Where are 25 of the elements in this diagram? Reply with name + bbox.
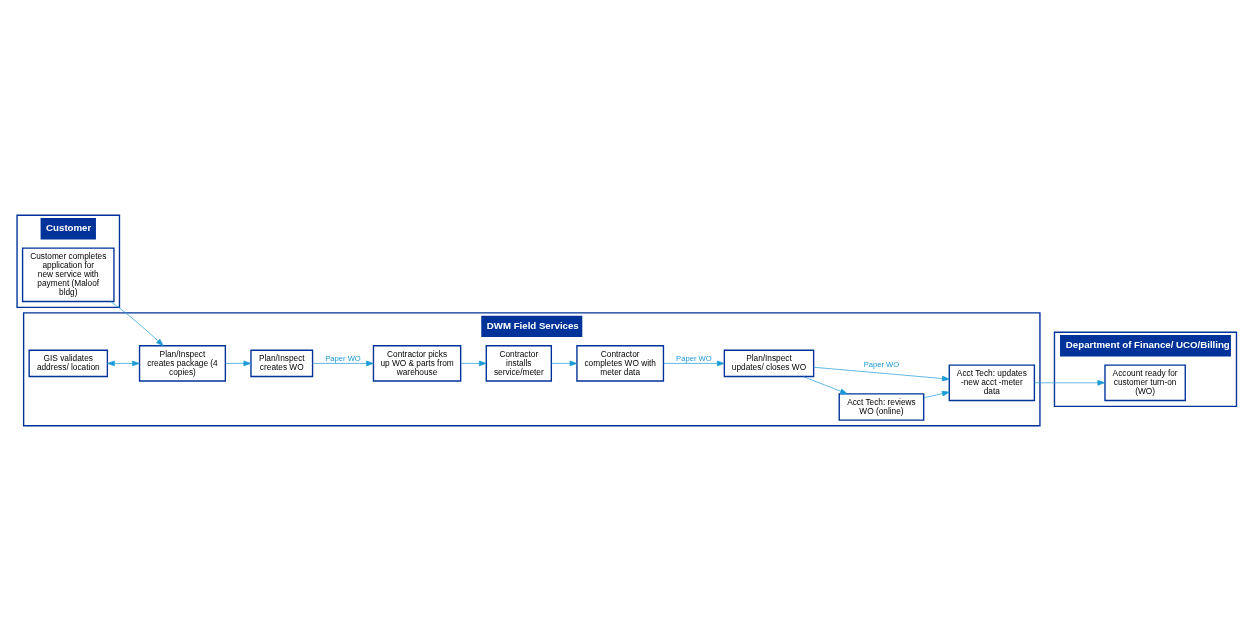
node-box: Account ready for customer turn-on (WO) — [1104, 364, 1186, 402]
arrow — [225, 360, 252, 367]
arrow — [312, 360, 374, 367]
node-box: Plan/Inspect updates/ closes WO — [723, 349, 815, 378]
arrow — [802, 376, 848, 395]
node-box: Plan/Inspect creates package (4 copies) — [138, 345, 227, 382]
arrow — [551, 360, 578, 367]
edge-label: Paper WO — [676, 354, 712, 364]
node-box: Plan/Inspect creates WO — [250, 349, 314, 378]
arrow — [1034, 380, 1106, 386]
arrow — [923, 390, 950, 399]
arrow — [813, 366, 950, 382]
arrow — [107, 360, 140, 367]
edge-label: Paper WO — [325, 354, 361, 364]
node-box: Contractor picks up WO & parts from warehouse — [372, 345, 462, 382]
arrow — [663, 360, 725, 367]
node-box: Contractor installs service/meter — [485, 345, 553, 382]
edge-label: Paper WO — [863, 360, 900, 370]
node-box: Acct Tech: updates -new acct -meter data — [948, 364, 1036, 402]
node-box: Contractor completes WO with meter data — [576, 345, 665, 382]
node-box: GIS validates address/ location — [28, 349, 109, 378]
arrow — [110, 301, 164, 347]
node-box: Customer completes application for new service with payment (Maloof bldg) — [21, 247, 115, 303]
arrow — [460, 360, 487, 367]
node-box: Acct Tech: reviews WO (online) — [838, 393, 925, 421]
